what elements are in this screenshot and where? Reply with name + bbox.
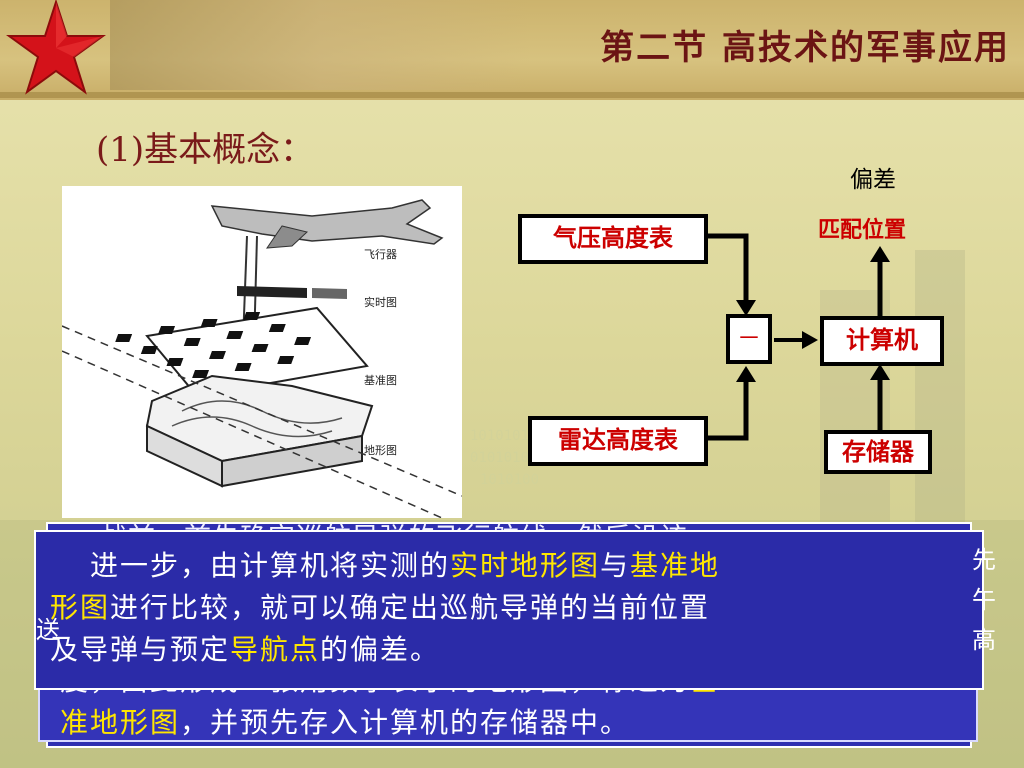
match-position-label: 匹配位置 [818, 217, 907, 243]
main-paragraph: 进一步，由计算机将实测的实时地形图与基准地 形图进行比较，就可以确定出巡航导弹的… [50, 545, 970, 671]
label-reference: 基准图 [364, 374, 397, 387]
tercom-diagram-icon: 飞行器 实时图 基准图 地形图 [62, 199, 462, 518]
edge-char-left: 送 [36, 616, 60, 644]
main-line-1-text: 进一步，由计算机将实测的 [90, 549, 451, 582]
edge-char-right-3: 高 [972, 626, 996, 654]
slide-title: 第二节 高技术的军事应用 [600, 28, 1010, 68]
main-line-1-conj: 与 [600, 549, 631, 582]
main-line-3-text: 及导弹与预定 [50, 633, 231, 666]
section-heading: (1)基本概念： [96, 130, 315, 170]
main-line-2: 形图进行比较，就可以确定出巡航导弹的当前位置 [50, 587, 970, 629]
bottom-line-2-text: ，并预先存入计算机的存储器中。 [180, 706, 631, 739]
radar-altimeter-box: 雷达高度表 [528, 416, 708, 466]
main-line-3: 及导弹与预定导航点的偏差。 [50, 629, 970, 671]
block-diagram: 偏差 匹配位置 气压高度表 雷达高度表 － 计算机 存储器 [512, 160, 992, 490]
label-aircraft: 飞行器 [364, 248, 397, 261]
highlight-reference-map-a: 基准地 [630, 549, 721, 582]
computer-box: 计算机 [820, 316, 944, 366]
highlight-realtime-map: 实时地形图 [450, 549, 601, 582]
label-realtime: 实时图 [364, 295, 397, 309]
main-line-1: 进一步，由计算机将实测的实时地形图与基准地 [50, 545, 970, 587]
main-line-3-end: 的偏差。 [320, 633, 441, 666]
main-line-2-text: 进行比较，就可以确定出巡航导弹的当前位置 [110, 591, 711, 624]
slide-header: 第二节 高技术的军事应用 [0, 0, 1024, 100]
label-terrain: 地形图 [364, 444, 397, 457]
red-star-icon [6, 0, 106, 95]
highlight-reference-map-b: 形图 [50, 591, 111, 624]
header-aircraft-banner [110, 0, 530, 90]
bottom-line-2: 准地形图，并预先存入计算机的存储器中。 [60, 702, 970, 744]
barometric-altimeter-box: 气压高度表 [518, 214, 708, 264]
bottom-line-2-highlight: 准地形图 [60, 706, 181, 739]
edge-char-right-2: 午 [972, 586, 996, 614]
subtractor-box: － [726, 314, 772, 364]
deviation-label: 偏差 [850, 167, 896, 193]
edge-char-right-1: 先 [972, 546, 996, 574]
header-stripe [0, 92, 1024, 98]
storage-box: 存储器 [824, 430, 932, 474]
front-textbox [34, 530, 984, 690]
terrain-matching-illustration: 飞行器 实时图 基准图 地形图 [62, 186, 462, 518]
diagram-arrows [708, 233, 890, 441]
highlight-waypoint: 导航点 [230, 633, 321, 666]
